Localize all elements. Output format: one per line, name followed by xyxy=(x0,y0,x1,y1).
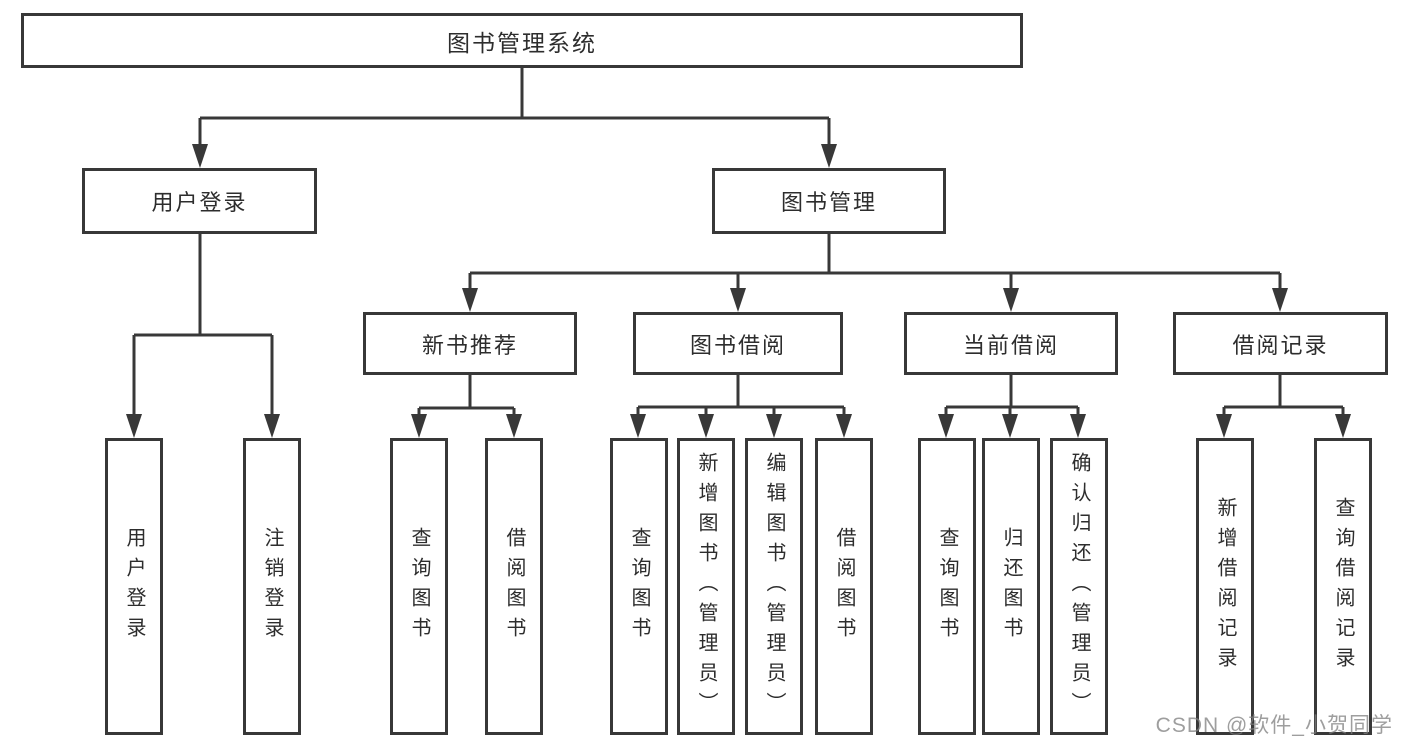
leaf-label: 新增借阅记录 xyxy=(1214,496,1236,677)
leaf-borrow-books: 借阅图书 xyxy=(485,438,543,735)
leaf-edit-books-admin: 编辑图书（管理员） xyxy=(745,438,803,735)
leaf-confirm-return-admin: 确认归还（管理员） xyxy=(1050,438,1108,735)
node-new-book-recommend: 新书推荐 xyxy=(363,312,577,375)
leaf-borrow-books: 借阅图书 xyxy=(815,438,873,735)
leaf-query-books: 查询图书 xyxy=(610,438,668,735)
leaf-user-login: 用户登录 xyxy=(105,438,163,735)
connector-paths xyxy=(132,68,1345,418)
node-user-login: 用户登录 xyxy=(82,168,317,234)
leaf-label: 编辑图书（管理员） xyxy=(763,451,785,722)
leaf-label: 查询图书 xyxy=(628,526,650,647)
leaf-label: 归还图书 xyxy=(1000,526,1022,647)
node-label: 借阅记录 xyxy=(1232,332,1329,358)
node-borrow-records: 借阅记录 xyxy=(1173,312,1388,375)
leaf-add-books-admin: 新增图书（管理员） xyxy=(677,438,735,735)
leaf-query-books: 查询图书 xyxy=(390,438,448,735)
leaf-query-books: 查询图书 xyxy=(918,438,976,735)
node-label: 新书推荐 xyxy=(421,332,518,358)
leaf-label: 确认归还（管理员） xyxy=(1068,451,1090,722)
node-current-borrow: 当前借阅 xyxy=(904,312,1118,375)
leaf-query-borrow-record: 查询借阅记录 xyxy=(1314,438,1372,735)
leaf-label: 借阅图书 xyxy=(833,526,855,647)
node-label: 图书管理系统 xyxy=(447,29,597,56)
node-label: 用户登录 xyxy=(151,190,248,215)
arrowheads xyxy=(126,144,1351,438)
leaf-label: 查询图书 xyxy=(408,526,430,647)
leaf-label: 新增图书（管理员） xyxy=(695,451,717,722)
node-label: 图书借阅 xyxy=(689,332,786,358)
csdn-watermark: CSDN @软件_小贺同学 xyxy=(1155,714,1393,737)
leaf-label: 用户登录 xyxy=(123,526,145,647)
node-library-system: 图书管理系统 xyxy=(21,13,1023,68)
node-label: 当前借阅 xyxy=(962,332,1059,358)
leaf-label: 查询借阅记录 xyxy=(1332,496,1354,677)
leaf-return-books: 归还图书 xyxy=(982,438,1040,735)
leaf-label: 注销登录 xyxy=(261,526,283,647)
leaf-add-borrow-record: 新增借阅记录 xyxy=(1196,438,1254,735)
node-label: 图书管理 xyxy=(780,190,877,215)
node-book-management: 图书管理 xyxy=(712,168,946,234)
leaf-label: 借阅图书 xyxy=(503,526,525,647)
node-book-borrow: 图书借阅 xyxy=(633,312,843,375)
leaf-label: 查询图书 xyxy=(936,526,958,647)
leaf-logout: 注销登录 xyxy=(243,438,301,735)
